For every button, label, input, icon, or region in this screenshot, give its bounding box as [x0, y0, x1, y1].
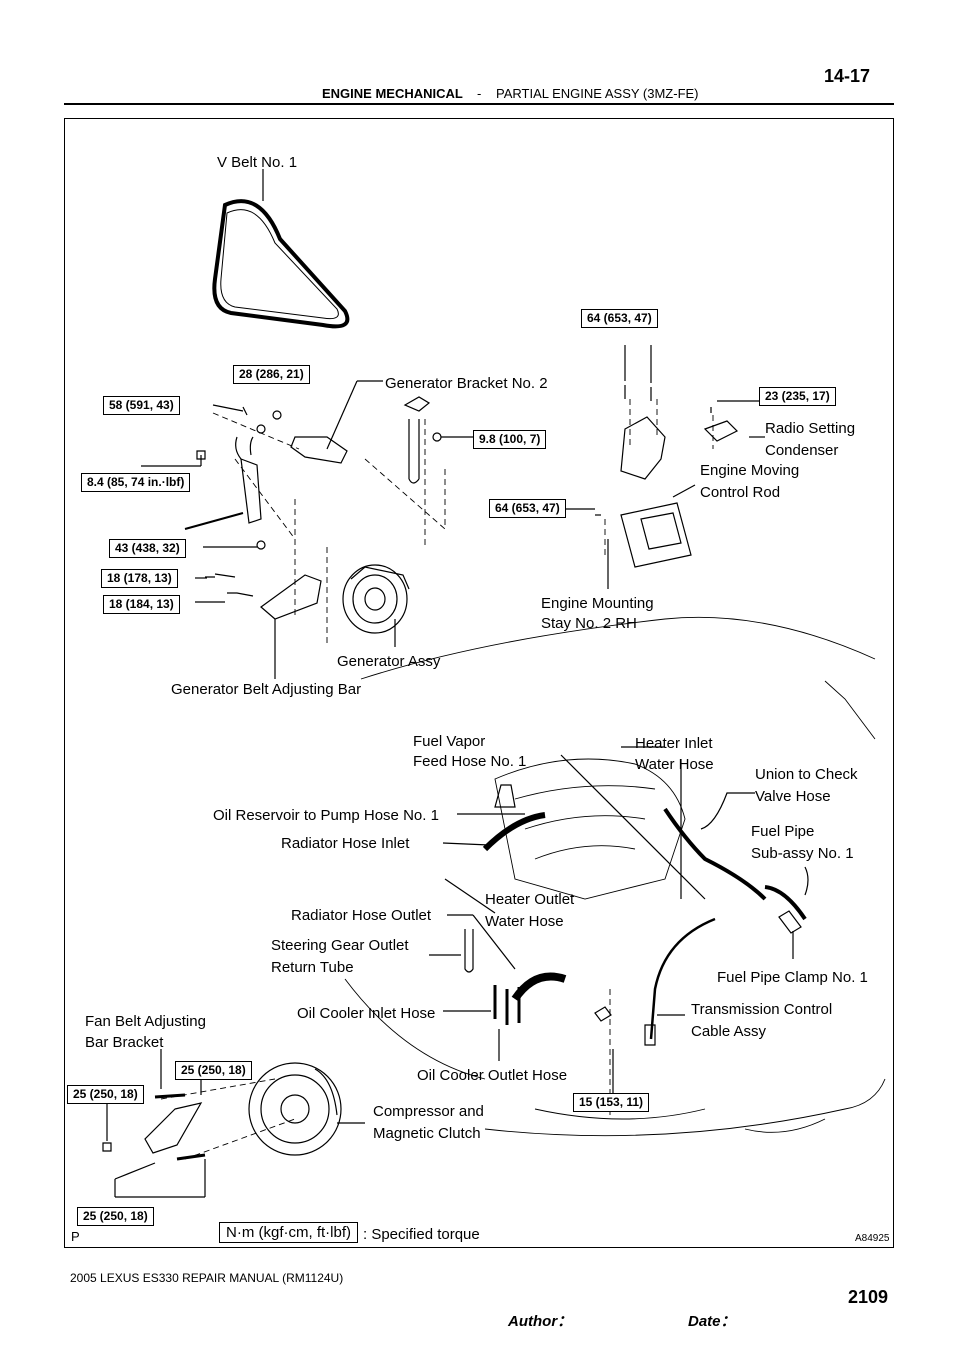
compressor-drawing [248, 1062, 342, 1156]
figure-code: A84925 [855, 1233, 890, 1244]
label-fan-belt-bracket-2: Bar Bracket [85, 1034, 164, 1051]
torque-box: 64 (653, 47) [489, 499, 566, 518]
label-generator-assy: Generator Assy [337, 653, 441, 670]
label-fuel-pipe-2: Sub-assy No. 1 [751, 845, 854, 862]
torque-box: 25 (250, 18) [67, 1085, 144, 1104]
label-heater-inlet-2: Water Hose [635, 756, 714, 773]
label-oil-cooler-inlet: Oil Cooler Inlet Hose [297, 1005, 436, 1022]
label-fuel-vapor-1: Fuel Vapor [413, 733, 486, 750]
label-radio-condenser-2: Condenser [765, 442, 839, 459]
header-rule [64, 103, 894, 105]
fuel-pipe-drawing [764, 885, 807, 921]
torque-box: 58 (591, 43) [103, 396, 180, 415]
label-steering-return-1: Steering Gear Outlet [271, 937, 409, 954]
generator-belt-bar-drawing [260, 574, 322, 620]
engine-mounting-stay-drawing [620, 502, 692, 568]
label-transmission-cable-2: Cable Assy [691, 1023, 767, 1040]
label-engine-moving-rod-2: Control Rod [700, 484, 781, 501]
label-engine-moving-rod-1: Engine Moving [700, 462, 800, 479]
generator-adjusting-bar-drawing [240, 458, 262, 524]
generator-assy-drawing [342, 564, 410, 634]
label-heater-inlet-1: Heater Inlet [635, 735, 713, 752]
legend-text: : Specified torque [363, 1226, 480, 1243]
radio-condenser-drawing [703, 420, 739, 442]
torque-box: 18 (184, 13) [103, 595, 180, 614]
label-radiator-inlet: Radiator Hose Inlet [281, 835, 410, 852]
label-steering-return-2: Return Tube [271, 959, 354, 976]
label-compressor-1: Compressor and [373, 1103, 484, 1120]
torque-box: 8.4 (85, 74 in.·lbf) [81, 473, 191, 492]
oil-cooler-hoses-drawing [493, 985, 521, 1025]
label-union-check-2: Valve Hose [755, 788, 831, 805]
page-total: 2109 [848, 1287, 889, 1307]
label-union-check-1: Union to Check [755, 766, 858, 783]
author-label: Author： [508, 1313, 573, 1330]
torque-box: 25 (250, 18) [175, 1061, 252, 1080]
exploded-diagram: V Belt No. 1 Generator Bracket No. 2 Rad… [64, 118, 894, 1248]
label-engine-mounting-stay-2: Stay No. 2 RH [541, 615, 637, 632]
torque-box: 28 (286, 21) [233, 365, 310, 384]
radiator-hose-outlet-drawing [511, 972, 567, 1002]
label-fuel-clamp: Fuel Pipe Clamp No. 1 [717, 969, 868, 986]
generator-bracket-drawing [290, 436, 348, 464]
label-oil-cooler-outlet: Oil Cooler Outlet Hose [417, 1067, 568, 1084]
transmission-cable-drawing [649, 917, 716, 1040]
label-fuel-pipe-1: Fuel Pipe [751, 823, 815, 840]
torque-box: 25 (250, 18) [77, 1207, 154, 1226]
label-generator-bracket: Generator Bracket No. 2 [385, 375, 548, 392]
label-compressor-2: Magnetic Clutch [373, 1125, 481, 1142]
legend-unit-box: N·m (kgf·cm, ft·lbf) [219, 1222, 358, 1243]
label-fuel-vapor-2: Feed Hose No. 1 [413, 753, 527, 770]
torque-box: 15 (153, 11) [573, 1093, 650, 1112]
label-fan-belt-bracket-1: Fan Belt Adjusting [85, 1013, 206, 1030]
header-separator: - [477, 86, 482, 101]
label-generator-belt-bar: Generator Belt Adjusting Bar [171, 681, 362, 698]
torque-box: 64 (653, 47) [581, 309, 658, 328]
footer-manual: 2005 LEXUS ES330 REPAIR MANUAL (RM1124U) [70, 1271, 344, 1285]
engine-moving-rod-drawing [620, 416, 666, 480]
torque-box: 18 (178, 13) [101, 569, 178, 588]
page-number: 14-17 [824, 66, 871, 86]
label-radio-condenser-1: Radio Setting [765, 420, 856, 437]
diagram-drawing [102, 169, 886, 1198]
figure-marker: P [71, 1229, 80, 1244]
radiator-hose-inlet-drawing [482, 812, 546, 852]
header-section: ENGINE MECHANICAL [322, 86, 463, 101]
torque-box: 9.8 (100, 7) [473, 430, 547, 449]
header-subsection: PARTIAL ENGINE ASSY (3MZ-FE) [496, 86, 699, 101]
label-heater-outlet-2: Water Hose [485, 913, 564, 930]
label-transmission-cable-1: Transmission Control [691, 1001, 833, 1018]
torque-box: 23 (235, 17) [759, 387, 836, 406]
torque-box: 43 (438, 32) [109, 539, 186, 558]
date-label: Date： [688, 1313, 736, 1330]
fuel-pipe-clamp-drawing [778, 910, 802, 934]
label-engine-mounting-stay-1: Engine Mounting [541, 595, 654, 612]
v-belt-drawing [212, 199, 350, 329]
label-oil-reservoir: Oil Reservoir to Pump Hose No. 1 [213, 807, 439, 824]
label-radiator-outlet: Radiator Hose Outlet [291, 907, 432, 924]
label-heater-outlet-1: Heater Outlet [485, 891, 575, 908]
label-v-belt: V Belt No. 1 [217, 154, 298, 171]
